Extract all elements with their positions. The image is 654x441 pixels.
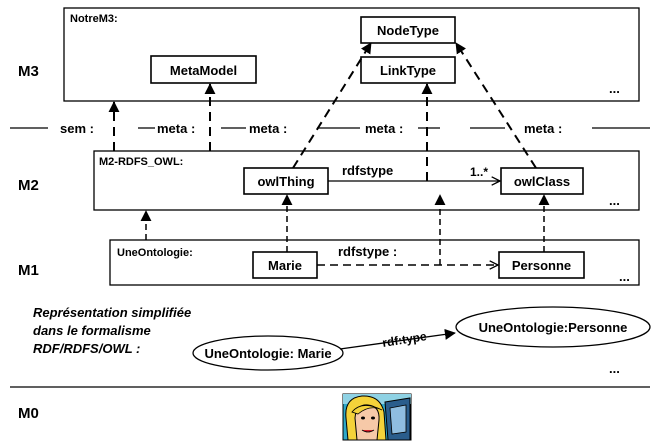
sep-meta-3-label: meta : <box>365 121 403 136</box>
m1-ellipsis: ... <box>619 269 630 284</box>
metamodel-label: MetaModel <box>170 63 237 78</box>
woman-at-computer-image <box>342 393 412 441</box>
marie-box <box>252 251 318 279</box>
nodetype-label: NodeType <box>377 23 439 38</box>
sep-meta-1-label: meta : <box>157 121 195 136</box>
m2-container-label: M2-RDFS_OWL: <box>99 156 183 168</box>
owlclass-box <box>500 167 584 195</box>
level-m2-label: M2 <box>18 177 39 194</box>
m1-link-label: rdfstype : <box>338 244 397 259</box>
caption-line3: RDF/RDFS/OWL : <box>33 341 140 356</box>
m1-to-m2-arrows <box>140 194 550 265</box>
level-m1-label: M1 <box>18 262 39 279</box>
level-m3-label: M3 <box>18 63 39 80</box>
m1-container-label: UneOntologie: <box>117 247 193 259</box>
caption-line2: dans le formalisme <box>33 323 151 338</box>
m3-container <box>63 7 640 102</box>
m3-ellipsis: ... <box>609 81 620 96</box>
nodetype-box <box>360 16 456 44</box>
m3-container-label: NotreM3: <box>70 13 118 25</box>
meta-arrow-owlclass <box>455 42 537 169</box>
owlthing-box <box>243 167 329 195</box>
sep-meta-4-label: meta : <box>524 121 562 136</box>
personne-box <box>498 251 585 279</box>
personne-label: Personne <box>512 258 571 273</box>
personne-ellipse-label: UneOntologie:Personne <box>479 320 628 335</box>
owlclass-label: owlClass <box>514 174 570 189</box>
linktype-box <box>360 56 456 84</box>
sep-meta-2-label: meta : <box>249 121 287 136</box>
personne-ellipse <box>455 306 651 348</box>
m2-link-label: rdfstype <box>342 163 393 178</box>
m2-ellipsis: ... <box>609 193 620 208</box>
simplified-ellipsis: ... <box>609 361 620 376</box>
caption-line1: Représentation simplifiée <box>33 305 191 320</box>
rdf-type-label: rdf:type <box>381 329 428 350</box>
marie-ellipse-label: UneOntologie: Marie <box>204 346 331 361</box>
marie-ellipse <box>192 335 344 371</box>
meta-arrow-owlthing <box>292 42 372 169</box>
sep-sem-label: sem : <box>60 121 94 136</box>
marie-label: Marie <box>268 258 302 273</box>
rdf-type-arrow <box>339 328 456 350</box>
m2-multiplicity: 1..* <box>470 165 488 179</box>
instance-of-arrows <box>108 42 537 181</box>
metamodel-box <box>150 55 257 84</box>
level-m0-label: M0 <box>18 405 39 422</box>
linktype-label: LinkType <box>380 63 436 78</box>
owlthing-label: owlThing <box>257 174 314 189</box>
